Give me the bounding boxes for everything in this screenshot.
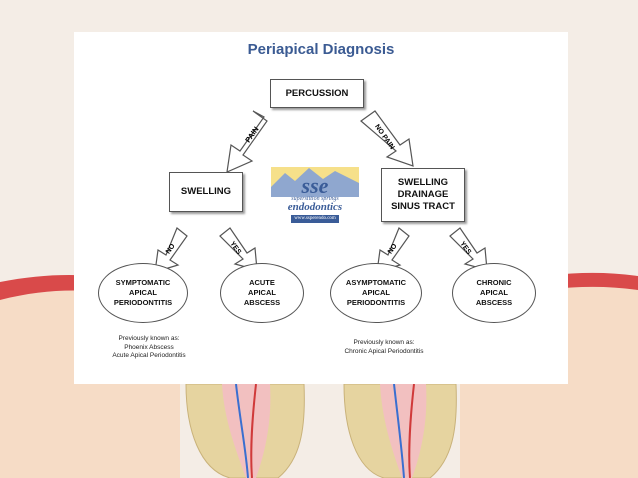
logo-line-1: superstition springs [291, 196, 339, 202]
svg-text:sse: sse [301, 173, 329, 198]
node-swelling: SWELLING [169, 172, 243, 212]
logo-line-2: endodontics [287, 201, 343, 213]
node-symptomatic-apical-periodontitis: SYMPTOMATIC APICAL PERIODONTITIS [98, 263, 188, 323]
arrow-pain: PAIN [226, 110, 268, 173]
arrow-yes-right: YES [449, 227, 488, 271]
sse-logo: sse superstition springs endodontics www… [269, 165, 361, 225]
flow-arrows: PAIN NO PAIN NO YES NO YES [154, 110, 488, 273]
arrow-no-right: NO [376, 227, 410, 273]
arrow-no-pain: NO PAIN [360, 110, 414, 167]
note-previously-known-left: Previously known as: Phoenix Abscess Acu… [112, 335, 186, 359]
node-swelling-drainage-sinus-tract: SWELLING DRAINAGE SINUS TRACT [381, 168, 465, 222]
node-asymptomatic-apical-periodontitis: ASYMPTOMATIC APICAL PERIODONTITIS [330, 263, 422, 323]
slide-title: Periapical Diagnosis [247, 41, 395, 58]
logo-line-3: www.ssperendo.com [291, 215, 339, 223]
node-percussion: PERCUSSION [270, 79, 364, 108]
arrow-yes-left: YES [219, 227, 258, 271]
note-previously-known-right: Previously known as: Chronic Apical Peri… [344, 339, 424, 355]
diagnosis-slide: Periapical Diagnosis PAIN NO PAIN NO YES… [74, 32, 568, 384]
node-chronic-apical-abscess: CHRONIC APICAL ABSCESS [452, 263, 536, 323]
node-acute-apical-abscess: ACUTE APICAL ABSCESS [220, 263, 304, 323]
